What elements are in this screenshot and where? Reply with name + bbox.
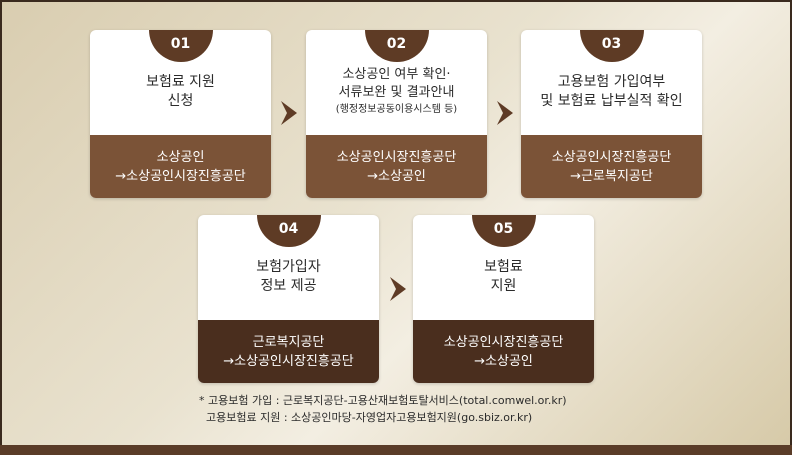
chevron-right-icon	[281, 101, 297, 125]
step-bottom-line2: →소상공인시장진흥공단	[115, 168, 246, 184]
step-bottom-line1: 근로복지공단	[252, 334, 325, 350]
step-desc-line1: 보험료	[484, 258, 523, 275]
step-description: 고용보험 가입여부 및 보험료 납부실적 확인	[521, 30, 702, 135]
step-card-02: 02 소상공인 여부 확인· 서류보완 및 결과안내 (행정정보공동이용시스템 …	[306, 30, 487, 198]
step-desc-line2: 정보 제공	[260, 277, 317, 294]
chevron-right-icon	[390, 277, 406, 301]
step-responsible-party: 소상공인시장진흥공단 →소상공인	[413, 320, 594, 383]
step-bottom-line1: 소상공인시장진흥공단	[551, 149, 672, 165]
step-description: 보험료 지원	[413, 215, 594, 320]
chevron-right-icon	[497, 101, 513, 125]
frame-bottom	[0, 445, 792, 455]
step-description: 소상공인 여부 확인· 서류보완 및 결과안내 (행정정보공동이용시스템 등)	[306, 30, 487, 135]
step-desc-line1: 소상공인 여부 확인·	[342, 67, 451, 82]
step-card-01: 01 보험료 지원 신청 소상공인 →소상공인시장진흥공단	[90, 30, 271, 198]
frame-top	[0, 0, 792, 2]
step-card-03: 03 고용보험 가입여부 및 보험료 납부실적 확인 소상공인시장진흥공단 →근…	[521, 30, 702, 198]
step-responsible-party: 소상공인시장진흥공단 →소상공인	[306, 135, 487, 198]
step-bottom-line2: →소상공인	[474, 353, 533, 369]
step-bottom-line1: 소상공인시장진흥공단	[336, 149, 457, 165]
step-desc-line2: 및 보험료 납부실적 확인	[540, 92, 683, 109]
step-desc-line2: 지원	[490, 277, 517, 294]
step-bottom-line2: →근로복지공단	[570, 168, 653, 184]
step-bottom-line2: →소상공인시장진흥공단	[223, 353, 354, 369]
step-bottom-line2: →소상공인	[367, 168, 426, 184]
frame-left	[0, 0, 2, 455]
step-description: 보험가입자 정보 제공	[198, 215, 379, 320]
step-desc-line2: 서류보완 및 결과안내	[338, 85, 455, 100]
step-desc-note: (행정정보공동이용시스템 등)	[335, 104, 458, 115]
step-desc-line2: 신청	[167, 92, 194, 109]
step-desc-line1: 보험료 지원	[146, 73, 215, 90]
step-description: 보험료 지원 신청	[90, 30, 271, 135]
footnote-line2: 고용보험료 지원 : 소상공인마당-자영업자고용보험지원(go.sbiz.or.…	[206, 411, 533, 424]
step-desc-line1: 보험가입자	[256, 258, 321, 275]
step-desc-line1: 고용보험 가입여부	[557, 73, 666, 90]
step-responsible-party: 소상공인 →소상공인시장진흥공단	[90, 135, 271, 198]
step-responsible-party: 소상공인시장진흥공단 →근로복지공단	[521, 135, 702, 198]
step-card-05: 05 보험료 지원 소상공인시장진흥공단 →소상공인	[413, 215, 594, 383]
step-responsible-party: 근로복지공단 →소상공인시장진흥공단	[198, 320, 379, 383]
step-card-04: 04 보험가입자 정보 제공 근로복지공단 →소상공인시장진흥공단	[198, 215, 379, 383]
frame-right	[790, 0, 792, 455]
step-bottom-line1: 소상공인시장진흥공단	[443, 334, 564, 350]
step-bottom-line1: 소상공인	[156, 149, 205, 165]
footnote-line1: * 고용보험 가입 : 근로복지공단-고용산재보험토탈서비스(total.com…	[199, 394, 567, 407]
